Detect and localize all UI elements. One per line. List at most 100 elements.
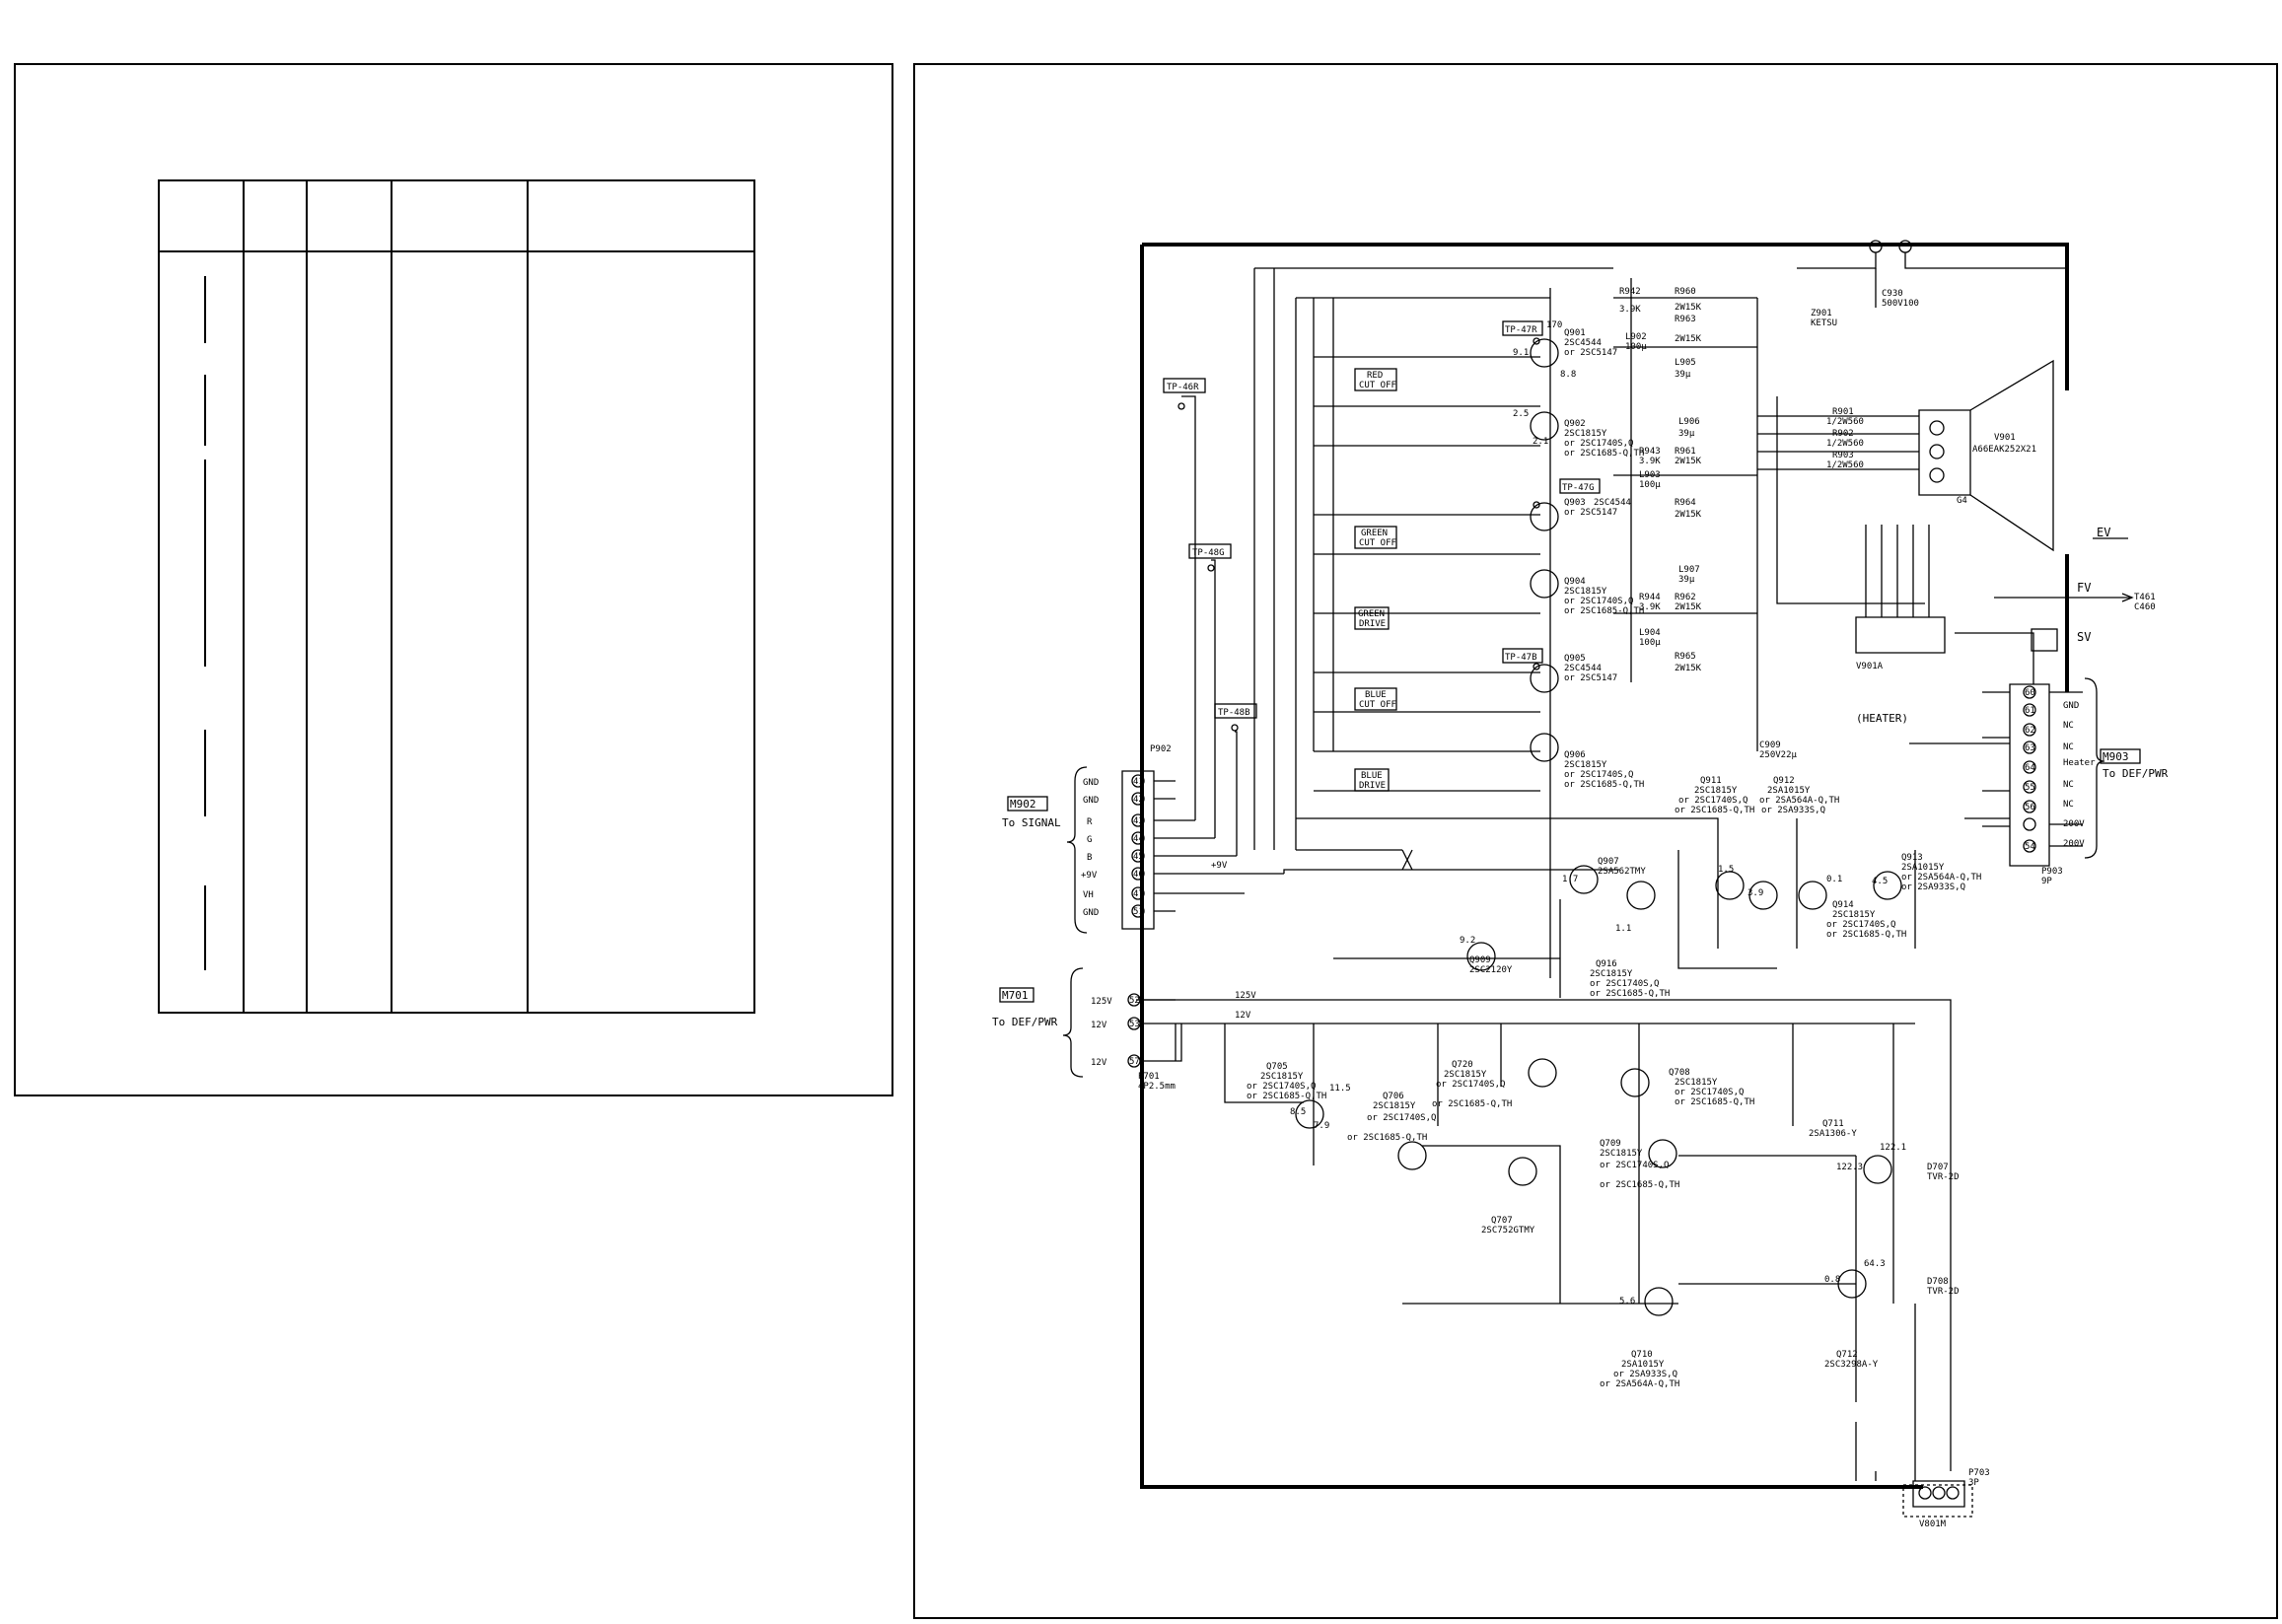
q707-part: 2SC752GTMY — [1481, 1226, 1535, 1236]
amp-section: Q907 2SA562TMY Q911 2SC1815Y or 2SC1740S… — [1469, 776, 1981, 999]
q906-part: 2SC1815Y — [1564, 760, 1607, 770]
q912-part: 2SA1015Y — [1767, 786, 1811, 796]
p903-ref: P903 — [2041, 867, 2063, 877]
def-left-pin-no-3: 57 — [1129, 1057, 1140, 1067]
rail-12v: 12V — [1235, 1011, 1251, 1021]
red-cutoff-l1: RED — [1367, 371, 1383, 381]
d707-part: TVR-2D — [1927, 1172, 1960, 1182]
q902-ref: Q902 — [1564, 419, 1586, 429]
q709-part: 2SC1815Y — [1600, 1149, 1643, 1159]
l907-ref: L907 — [1678, 565, 1700, 575]
signal-connector: M902 To SIGNAL P902 GND GND R G B +9V VH… — [1002, 744, 1172, 918]
q912-ref: Q912 — [1773, 776, 1795, 786]
tp-46r: TP-46R — [1167, 383, 1199, 392]
q720-part: 2SC1815Y — [1444, 1070, 1487, 1080]
q705-part: 2SC1815Y — [1260, 1072, 1304, 1082]
volt-88: 8.8 — [1560, 370, 1576, 380]
def-right-pin-3: NC — [2063, 742, 2074, 752]
def-left-pin-2: 12V — [1091, 1021, 1107, 1030]
q705-ref: Q705 — [1266, 1062, 1288, 1072]
q712-ref: Q712 — [1836, 1350, 1858, 1360]
r942-ref: R942 — [1619, 287, 1641, 297]
p902-ref: P902 — [1150, 744, 1172, 754]
q913-alt2: or 2SA933S,Q — [1901, 883, 1965, 892]
c909-ref: C909 — [1759, 741, 1781, 750]
q709-ref: Q709 — [1600, 1139, 1621, 1149]
q706-alt2: or 2SC1685-Q,TH — [1347, 1133, 1427, 1143]
def-right-pin-no-4: 63 — [2025, 743, 2035, 753]
volt-91: 9.1 — [1513, 348, 1529, 358]
l907-val: 39μ — [1678, 575, 1695, 585]
volt-1223: 122.3 — [1836, 1163, 1863, 1172]
z901-ref: Z901 — [1811, 309, 1832, 318]
sig-pin-no-8: 51 — [1133, 907, 1144, 917]
z901-val: KETSU — [1811, 318, 1837, 328]
tp-47b: TP-47B — [1505, 653, 1537, 663]
q914-ref: Q914 — [1832, 900, 1854, 910]
q708-alt2: or 2SC1685-Q,TH — [1675, 1097, 1754, 1107]
q907-part: 2SA562TMY — [1598, 867, 1646, 877]
p903-note: 9P — [2041, 877, 2052, 886]
sig-pin-5: B — [1087, 853, 1092, 863]
def-right-pin-5: NC — [2063, 780, 2074, 790]
def-left-pin-3: 12V — [1091, 1058, 1107, 1068]
r943-ref: R943 — [1639, 447, 1661, 457]
fv-label: FV — [2077, 581, 2091, 595]
q712-part: 2SC3298A-Y — [1824, 1360, 1879, 1370]
q904-alt2: or 2SC1685-Q,TH — [1564, 606, 1644, 616]
p701-note: 4P2.5mm — [1138, 1082, 1176, 1092]
q903-part: 2SC4544 — [1594, 498, 1631, 508]
q916-ref: Q916 — [1596, 959, 1617, 969]
def-right-pin-7: 200V — [2063, 819, 2085, 829]
volt-45: 4.5 — [1872, 877, 1888, 886]
m902-dest: To SIGNAL — [1002, 816, 1061, 829]
q904-alt: or 2SC1740S,Q — [1564, 597, 1633, 606]
voltage-readings: 170 9.1 8.8 2.5 2.1 1.7 1.1 4.5 3.9 1.5 … — [1290, 320, 1906, 1306]
def-connector-right: M903 To DEF/PWR P903 9P GND NC NC Heater… — [2025, 688, 2169, 886]
rail-125v: 125V — [1235, 991, 1256, 1001]
waveform-marks — [204, 276, 206, 970]
tp-47g: TP-47G — [1562, 483, 1595, 493]
volt-56: 5.6 — [1619, 1297, 1635, 1306]
header-cell-1 — [158, 180, 245, 252]
rail-9v: +9V — [1211, 861, 1228, 871]
l903-val: 100μ — [1639, 480, 1661, 490]
q906-alt2: or 2SC1685-Q,TH — [1564, 780, 1644, 790]
def-right-pin-6: NC — [2063, 800, 2074, 810]
q912-alt: or 2SA564A-Q,TH — [1759, 796, 1839, 806]
l905-val: 39μ — [1675, 370, 1691, 380]
p703-ref: P703 — [1968, 1468, 1990, 1478]
q911-ref: Q911 — [1700, 776, 1722, 786]
q913-ref: Q913 — [1901, 853, 1923, 863]
q720-alt: or 2SC1740S,Q — [1436, 1080, 1505, 1090]
def-left-pin-no-1: 52 — [1129, 996, 1140, 1006]
q711-part: 2SA1306-Y — [1809, 1129, 1857, 1139]
sv-label: SV — [2077, 630, 2091, 644]
l902-ref: L902 — [1625, 332, 1647, 342]
q916-alt2: or 2SC1685-Q,TH — [1590, 989, 1670, 999]
sig-pin-7: VH — [1083, 890, 1094, 900]
q914-part: 2SC1815Y — [1832, 910, 1876, 920]
tp-48b: TP-48B — [1218, 708, 1250, 718]
waveform-panel — [14, 63, 893, 1096]
sig-pin-no-5: 45 — [1133, 852, 1144, 862]
l905-ref: L905 — [1675, 358, 1696, 368]
q911-alt: or 2SC1740S,Q — [1678, 796, 1747, 806]
sig-pin-3: R — [1087, 817, 1093, 827]
q906-alt: or 2SC1740S,Q — [1564, 770, 1633, 780]
q709-alt2: or 2SC1685-Q,TH — [1600, 1180, 1679, 1190]
header-cell-5 — [527, 180, 755, 252]
volt-15: 1.5 — [1718, 865, 1734, 875]
d708-part: TVR-2D — [1927, 1287, 1960, 1297]
v801m-ref: V801M — [1919, 1519, 1947, 1529]
d708-ref: D708 — [1927, 1277, 1949, 1287]
r902-ref: R902 — [1832, 429, 1854, 439]
r903-ref: R903 — [1832, 451, 1854, 460]
r942-val: 3.9K — [1619, 305, 1641, 315]
defl-section: Q705 2SC1815Y or 2SC1740S,Q or 2SC1685-Q… — [1247, 1060, 1879, 1389]
q710-alt: or 2SA933S,Q — [1613, 1370, 1677, 1379]
q913-part: 2SA1015Y — [1901, 863, 1945, 873]
def-right-pin-8: 200V — [2063, 839, 2085, 849]
r944-val: 3.9K — [1639, 602, 1661, 612]
sig-pin-1: GND — [1083, 778, 1099, 788]
